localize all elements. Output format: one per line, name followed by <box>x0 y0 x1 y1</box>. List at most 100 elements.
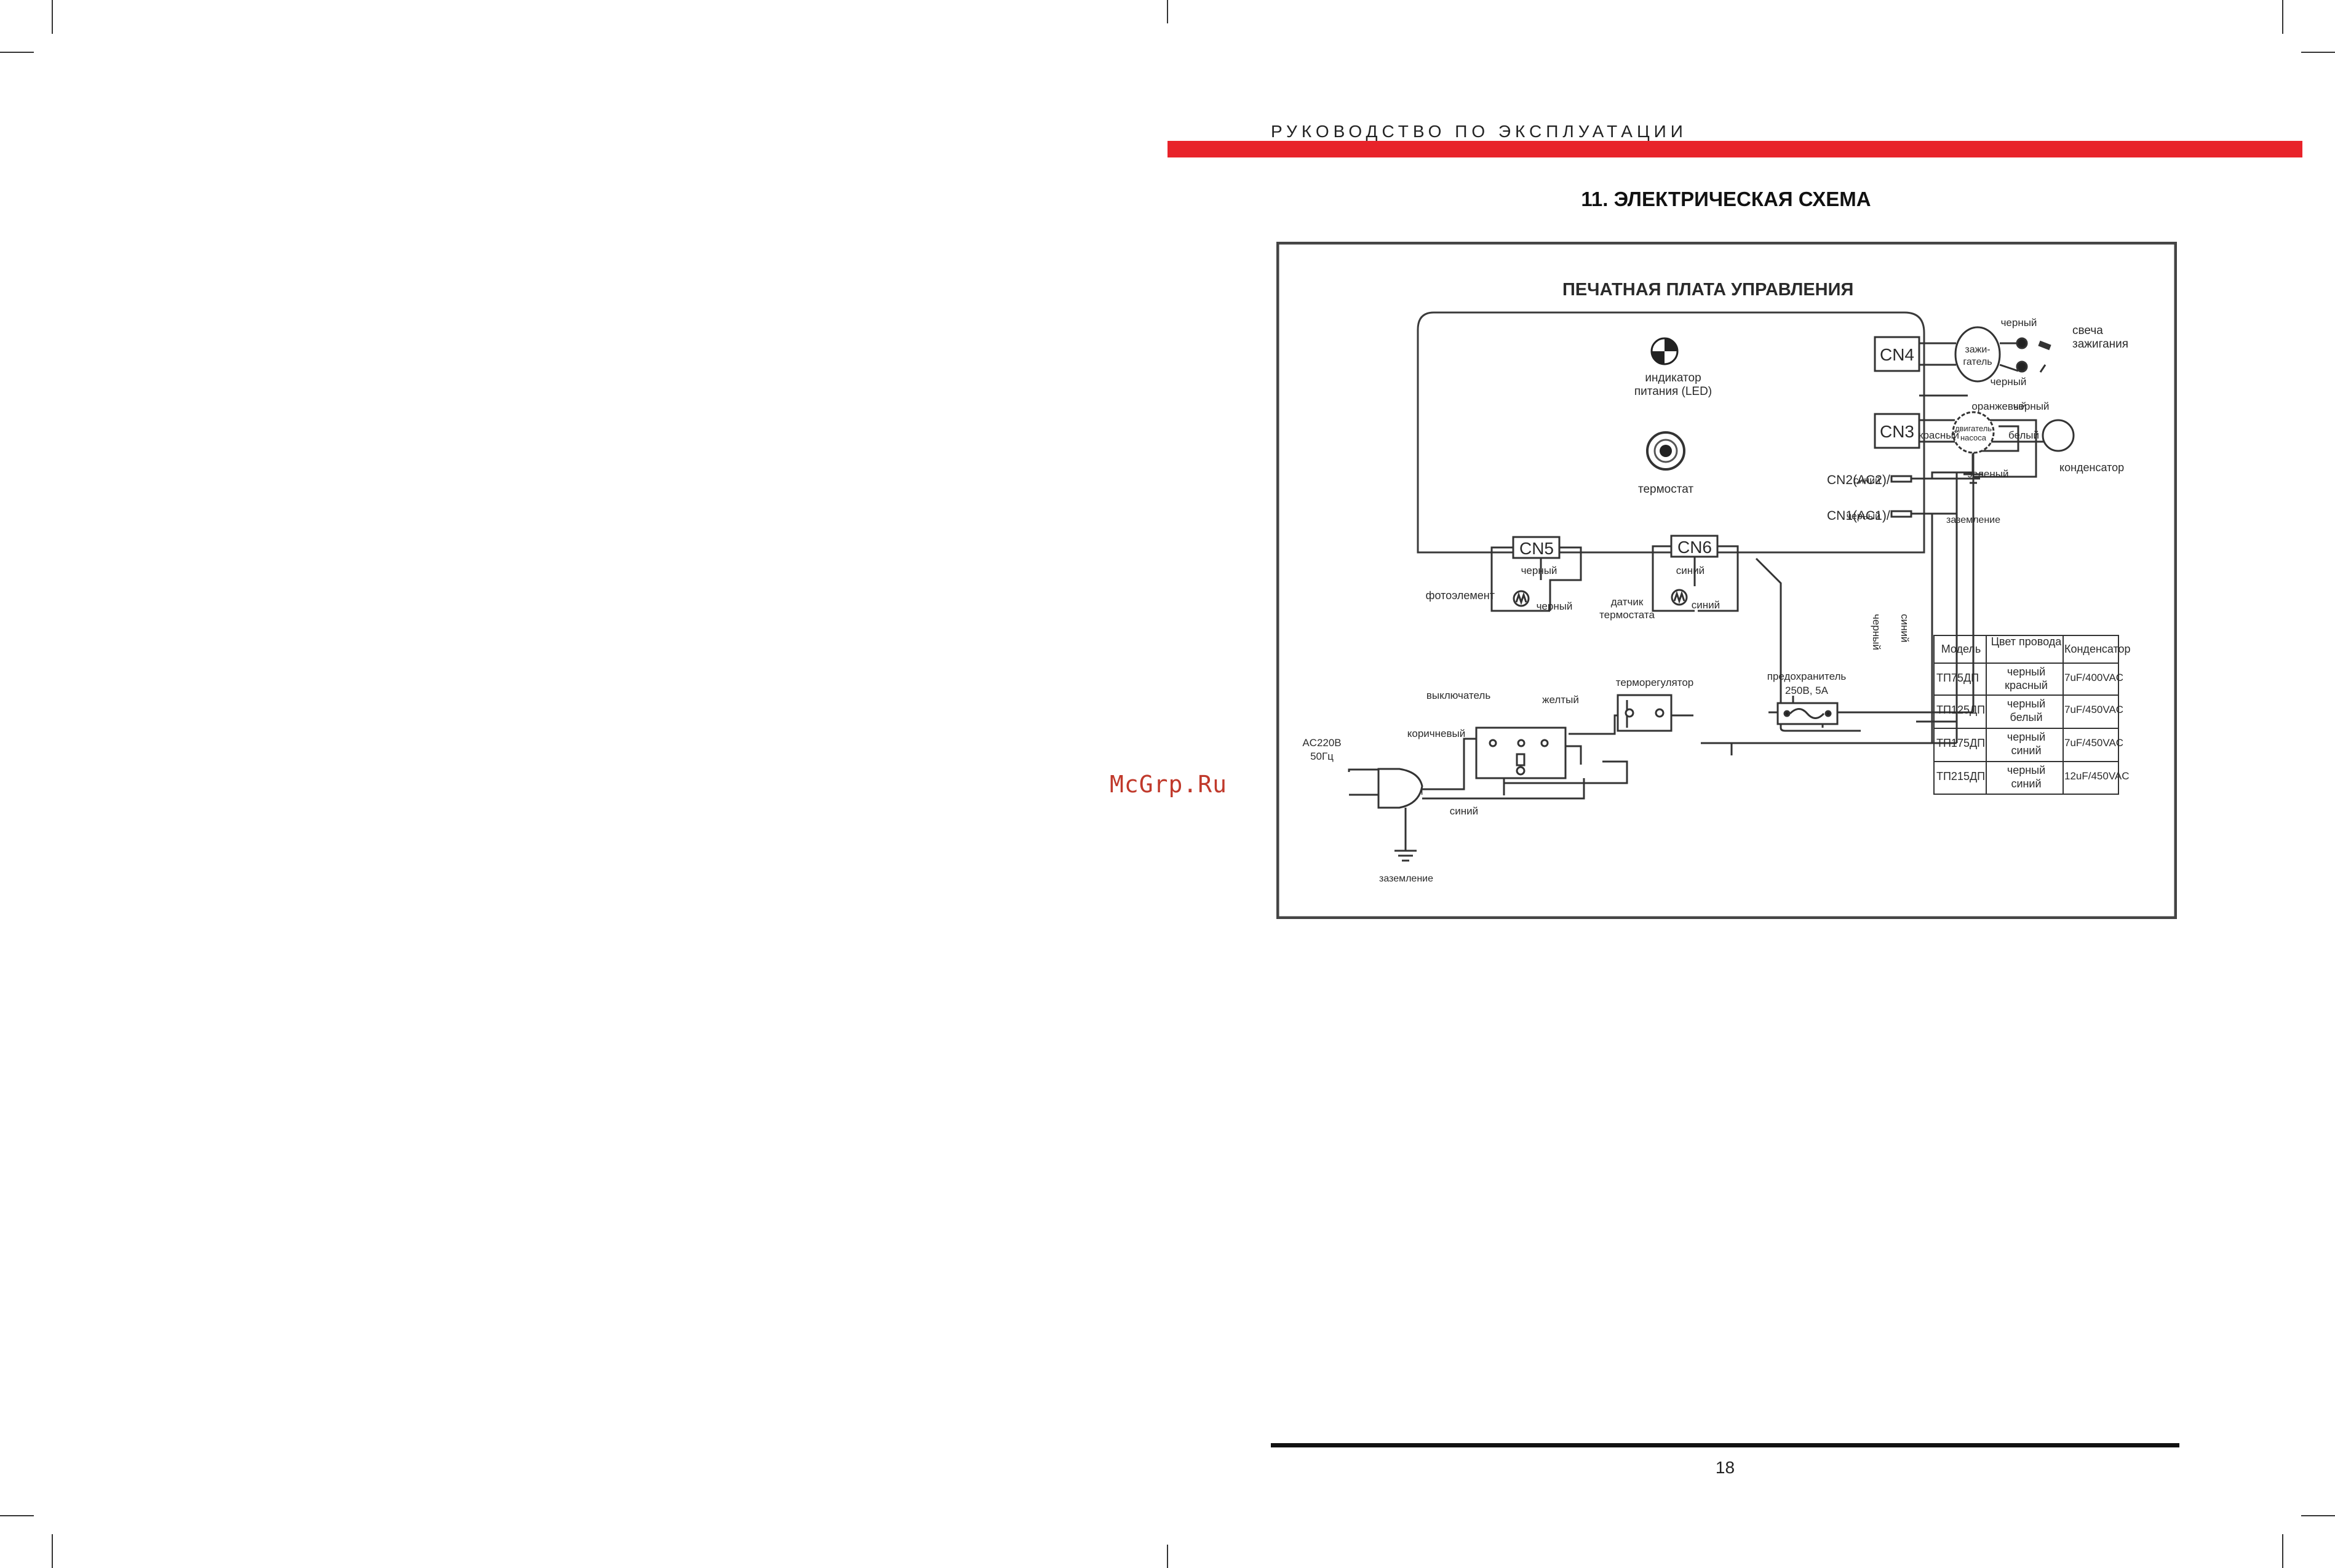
connector-cn6: CN6 <box>1677 538 1712 557</box>
capacitor-table: Модель Цвет провода Конденсатор ТП75ДП ч… <box>1934 635 2131 794</box>
wire-label: синий <box>1450 805 1478 817</box>
crop-mark <box>0 52 34 53</box>
spark-plug-label: зажигания <box>2072 338 2128 351</box>
igniter-label: гатель <box>1963 357 1992 367</box>
ground-label: заземление <box>1946 515 2000 525</box>
wire-label: красный <box>1919 429 1959 441</box>
thermoregulator-label: терморегулятор <box>1616 677 1694 688</box>
wire-label: черный <box>1521 565 1557 576</box>
wire-label: синий <box>1676 565 1705 576</box>
table-cell-capacitor: 7uF/450VAC <box>2064 704 2124 715</box>
control-board-outline <box>1417 311 1925 554</box>
table-cell-model: ТП75ДП <box>1936 672 1979 684</box>
thermoregulator <box>1617 694 1673 732</box>
wire-label: желтый <box>1542 694 1579 706</box>
crop-mark <box>2301 1515 2335 1516</box>
table-cell-wire: черный <box>2007 666 2046 678</box>
connector-cn2: CN2(AC2)/ <box>1827 473 1890 487</box>
power-switch <box>1475 726 1567 779</box>
table-cell-model: ТП215ДП <box>1936 770 1986 782</box>
section-title: 11. ЭЛЕКТРИЧЕСКАЯ СХЕМА <box>1581 188 1871 210</box>
wire-label: черный <box>1847 511 1880 522</box>
led-label: индикатор <box>1645 372 1701 384</box>
connectors <box>1512 336 1920 559</box>
crop-mark <box>2282 0 2283 34</box>
crop-mark <box>52 1534 53 1568</box>
table-header-capacitor: Конденсатор <box>2064 643 2131 655</box>
fuse <box>1776 702 1839 725</box>
photocell <box>1513 590 1530 607</box>
footer-rule <box>1271 1443 2179 1447</box>
wire-label: синий <box>1853 476 1880 486</box>
table-row: ТП125ДП черный белый 7uF/450VAC <box>1934 695 2124 728</box>
pump-motor-label: двигатель <box>1955 424 1992 433</box>
crop-mark <box>1167 1545 1168 1568</box>
table-header-model: Модель <box>1941 643 1981 655</box>
wire-label: черный <box>2001 317 2037 328</box>
led-indicator <box>1650 337 1679 365</box>
wire-label: коричневый <box>1407 728 1465 739</box>
watermark: McGrp.Ru <box>1110 771 1228 798</box>
table-cell-wire: черный <box>2007 731 2046 743</box>
led-label: питания (LED) <box>1634 385 1712 398</box>
table-cell-capacitor: 7uF/400VAC <box>2064 672 2124 683</box>
table-cell-model: ТП125ДП <box>1936 704 1986 716</box>
wire-label: черный <box>1991 376 2027 388</box>
pump-motor-label: насоса <box>1960 433 1987 442</box>
wire-label: оранжевый <box>1971 400 2026 412</box>
ground-label: заземление <box>1379 874 1433 884</box>
igniter <box>1954 326 2051 383</box>
pump-motor <box>1952 411 2075 484</box>
table-cell-wire: синий <box>2011 778 2042 790</box>
main-wiring <box>1490 425 2019 795</box>
crop-mark <box>0 1515 34 1516</box>
crop-mark <box>2301 52 2335 53</box>
table-cell-wire: черный <box>2007 698 2046 710</box>
table-cell-wire: красный <box>2005 679 2048 691</box>
wire-label: белый <box>2008 429 2039 441</box>
diagram-border <box>1276 242 2177 919</box>
table-cell-model: ТП175ДП <box>1936 737 1986 749</box>
connector-cn3: CN3 <box>1880 422 1914 441</box>
power-label: 50Гц <box>1310 750 1334 762</box>
thermostat-label: термостат <box>1638 483 1693 496</box>
wire-label: черный <box>1537 600 1573 612</box>
igniter-label: зажи- <box>1965 344 1990 355</box>
table-cell-wire: синий <box>2011 744 2042 757</box>
wire-label: синий <box>1692 599 1720 611</box>
power-label: AC220B <box>1302 737 1341 749</box>
crop-mark <box>1167 0 1168 23</box>
connector-cn1: CN1(AC1)/ <box>1827 509 1890 523</box>
thermostat-sensor <box>1671 589 1688 606</box>
table-row: ТП215ДП черный синий 12uF/450VAC <box>1934 762 2130 794</box>
connector-cn5: CN5 <box>1519 539 1554 558</box>
header-accent-bar <box>1168 141 2302 157</box>
page-number: 18 <box>1715 1458 1735 1477</box>
table-cell-wire: белый <box>2010 711 2043 723</box>
capacitor-label: конденсатор <box>2059 461 2124 474</box>
thermostat-knob <box>1646 431 1685 471</box>
running-header: РУКОВОДСТВО ПО ЭКСПЛУАТАЦИИ <box>1271 122 1687 141</box>
switch-label: выключатель <box>1426 690 1491 701</box>
spark-plug-label: свеча <box>2072 324 2103 337</box>
wiring-diagram: ПЕЧАТНАЯ ПЛАТА УПРАВЛЕНИЯ индикатор пита… <box>1276 242 2177 919</box>
table-row: ТП175ДП черный синий 7uF/450VAC <box>1934 728 2124 762</box>
table-cell-capacitor: 7uF/450VAC <box>2064 737 2124 749</box>
thermo-sensor-label: термостата <box>1599 609 1655 621</box>
photocell-label: фотоэлемент <box>1426 589 1495 602</box>
thermo-sensor-label: датчик <box>1611 596 1644 608</box>
wire-label: черный <box>1871 614 1882 650</box>
table-row: ТП75ДП черный красный 7uF/400VAC <box>1934 663 2124 695</box>
table-cell-wire: черный <box>2007 764 2046 776</box>
wire-label: черный <box>2013 400 2050 412</box>
fuse-label: 250В, 5А <box>1785 685 1829 696</box>
connector-cn4: CN4 <box>1880 345 1914 364</box>
table-cell-capacitor: 12uF/450VAC <box>2064 770 2130 782</box>
crop-mark <box>52 0 53 34</box>
board-title: ПЕЧАТНАЯ ПЛАТА УПРАВЛЕНИЯ <box>1562 280 1853 300</box>
crop-mark <box>2282 1534 2283 1568</box>
power-plug <box>1348 738 1585 862</box>
table-header-wire-color: Цвет провода <box>1991 635 2062 648</box>
fuse-label: предохранитель <box>1767 671 1847 682</box>
capacitor-table-grid <box>1933 635 2119 795</box>
